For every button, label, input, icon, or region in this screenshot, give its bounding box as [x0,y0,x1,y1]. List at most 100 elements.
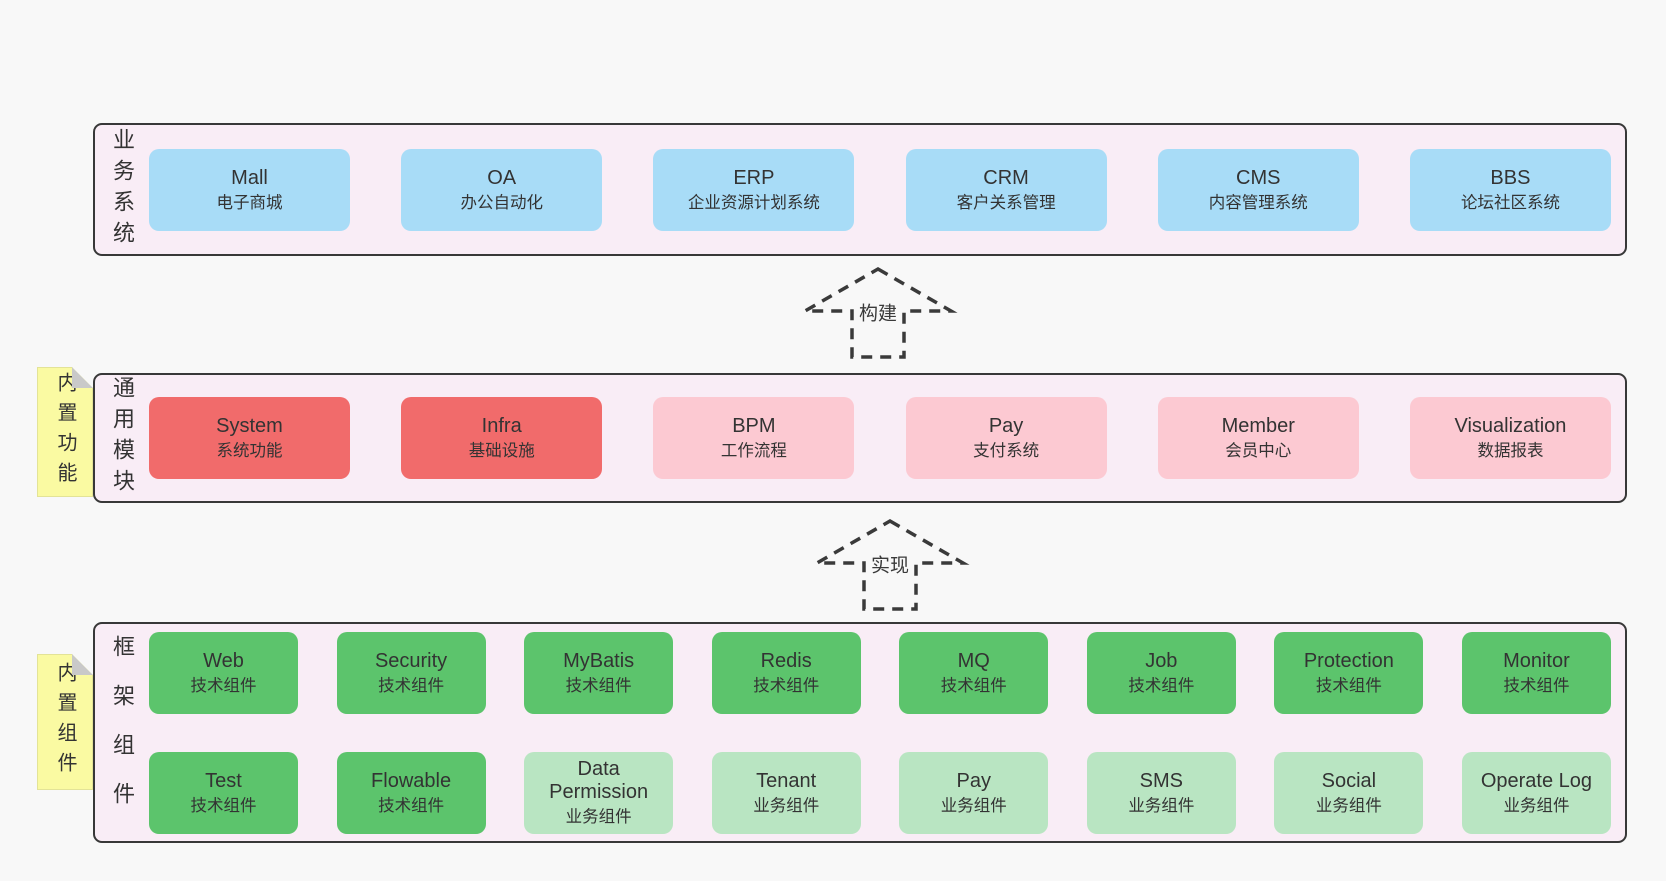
box-name: Pay [956,769,991,792]
box-desc: 数据报表 [1477,442,1544,461]
box-social: Social 业务组件 [1274,751,1424,834]
box-visualization: Visualization 数据报表 [1409,397,1611,479]
implement-arrow-label: 实现 [866,548,914,580]
box-bpm: BPM 工作流程 [653,397,855,479]
box-name: Pay [988,415,1024,438]
box-desc: 技术组件 [1315,676,1382,695]
box-desc: 业务组件 [1503,796,1570,815]
box-desc: 业务组件 [1128,796,1195,815]
box-system: System 系统功能 [149,397,350,479]
box-desc: 支付系统 [973,442,1040,461]
box-name: Redis [760,649,812,672]
box-web: Web 技术组件 [149,631,298,714]
modules-box-row: System 系统功能 Infra 基础设施 BPM 工作流程 Pay 支付系统… [149,375,1625,501]
box-security: Security 技术组件 [336,631,486,714]
box-name: Infra [481,415,522,438]
box-name: SMS [1139,769,1183,792]
box-desc: 企业资源计划系统 [687,193,820,212]
box-mq: MQ 技术组件 [899,631,1049,714]
box-desc: 技术组件 [190,796,257,815]
box-name: MQ [957,649,990,672]
box-name: Mall [231,166,268,189]
box-tenant: Tenant 业务组件 [711,751,861,834]
layer-modules-label: 通用模块 [110,376,135,500]
box-bbs: BBS 论坛社区系统 [1409,148,1611,231]
box-infra: Infra 基础设施 [401,397,603,479]
box-desc: 论坛社区系统 [1460,193,1560,212]
box-desc: 基础设施 [468,442,535,461]
business-box-row: Mall 电子商城 OA 办公自动化 ERP 企业资源计划系统 CRM 客户关系… [149,125,1625,254]
box-name: ERP [733,166,775,189]
dashed-up-arrow-icon [798,266,958,359]
box-name: BBS [1490,166,1531,189]
sticky-note-label: 内置组件 [54,662,76,782]
box-name: CMS [1236,166,1281,189]
box-name: CRM [983,166,1029,189]
box-protection: Protection 技术组件 [1274,631,1424,714]
box-desc: 业务组件 [753,796,820,815]
box-desc: 技术组件 [753,676,820,695]
box-name: OA [487,166,517,189]
box-name: Security [374,649,448,672]
components-rows: Web 技术组件 Security 技术组件 MyBatis 技术组件 Redi… [149,624,1625,841]
box-desc: 技术组件 [378,676,445,695]
box-mybatis: MyBatis 技术组件 [524,631,674,714]
box-crm: CRM 客户关系管理 [905,148,1107,231]
box-name: Member [1221,415,1295,438]
layer-label-wrap: 业务系统 [95,125,149,254]
box-test: Test 技术组件 [149,751,298,834]
box-desc: 技术组件 [190,676,257,695]
box-name: Test [205,769,242,792]
box-name: Protection [1303,649,1394,672]
box-name: Social [1321,769,1377,792]
box-name: Tenant [756,769,817,792]
box-name: Operate Log [1480,769,1593,792]
box-cms: CMS 内容管理系统 [1157,148,1359,231]
box-desc: 技术组件 [378,796,445,815]
box-desc: 办公自动化 [460,193,543,212]
components-row-1: Web 技术组件 Security 技术组件 MyBatis 技术组件 Redi… [149,624,1611,721]
layer-label-wrap: 通用模块 [95,375,149,501]
box-pay-component: Pay 业务组件 [899,751,1049,834]
layer-common-modules: 通用模块 System 系统功能 Infra 基础设施 BPM 工作流程 Pay… [93,373,1627,503]
box-desc: 电子商城 [216,193,283,212]
box-name: Visualization [1454,415,1567,438]
box-pay-module: Pay 支付系统 [905,397,1107,479]
folded-corner-icon [72,654,93,675]
box-name: Flowable [371,769,452,792]
sticky-note-builtin-features: 内置功能 [37,367,93,497]
box-desc: 系统功能 [216,442,283,461]
sticky-note-label: 内置功能 [54,372,76,492]
layer-framework-components: 框架组件 Web 技术组件 Security 技术组件 MyBatis 技术组件… [93,622,1627,843]
box-name: Monitor [1503,649,1570,672]
box-desc: 技术组件 [565,676,632,695]
box-name: Job [1145,649,1178,672]
box-data-permission: Data Permission 业务组件 [524,751,674,834]
build-arrow-label: 构建 [854,296,902,328]
box-flowable: Flowable 技术组件 [336,751,486,834]
layer-components-label: 框架组件 [110,634,135,831]
sticky-note-builtin-components: 内置组件 [37,654,93,790]
box-member: Member 会员中心 [1157,397,1359,479]
box-desc: 业务组件 [940,796,1007,815]
box-redis: Redis 技术组件 [711,631,861,714]
build-arrow: 构建 [793,266,963,361]
box-desc: 业务组件 [1315,796,1382,815]
box-desc: 业务组件 [565,808,632,827]
box-monitor: Monitor 技术组件 [1461,631,1611,714]
box-desc: 会员中心 [1225,442,1292,461]
box-desc: 技术组件 [940,676,1007,695]
box-name: MyBatis [563,649,635,672]
box-operate-log: Operate Log 业务组件 [1461,751,1611,834]
box-desc: 技术组件 [1503,676,1570,695]
folded-corner-icon [72,367,93,388]
box-name: Data Permission [549,758,649,804]
box-desc: 内容管理系统 [1208,193,1308,212]
box-desc: 技术组件 [1128,676,1195,695]
box-name: Web [203,649,244,672]
components-row-2: Test 技术组件 Flowable 技术组件 Data Permission … [149,744,1611,841]
box-desc: 工作流程 [720,442,787,461]
box-oa: OA 办公自动化 [401,148,603,231]
box-erp: ERP 企业资源计划系统 [653,148,855,231]
